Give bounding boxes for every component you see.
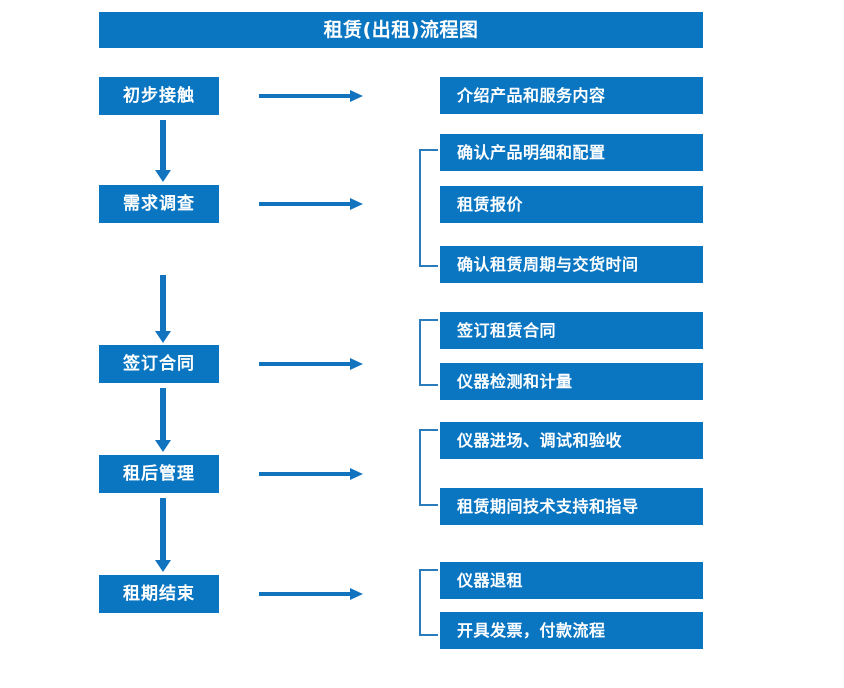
- arrow-head-right-icon: [350, 358, 363, 370]
- stage-box-rental-end[interactable]: 租期结束: [99, 575, 219, 613]
- arrow-head-down-icon: [155, 560, 171, 572]
- detail-box-introduce-products[interactable]: 介绍产品和服务内容: [440, 77, 703, 114]
- stage-box-initial-contact[interactable]: 初步接触: [99, 77, 219, 115]
- arrow-head-down-icon: [155, 331, 171, 343]
- arrow-shaft: [259, 94, 350, 98]
- detail-box-confirm-spec-config[interactable]: 确认产品明细和配置: [440, 134, 703, 171]
- group-bracket-post-rent-manage: [419, 429, 438, 506]
- arrow-shaft: [160, 275, 166, 331]
- vertical-arrow-manage-to-end: [155, 498, 171, 572]
- stage-box-demand-survey[interactable]: 需求调查: [99, 185, 219, 223]
- horizontal-arrow-initial-contact: [259, 89, 363, 103]
- detail-box-instrument-onsite[interactable]: 仪器进场、调试和验收: [440, 422, 703, 459]
- arrow-head-down-icon: [155, 170, 171, 182]
- vertical-arrow-contract-to-manage: [155, 388, 171, 452]
- horizontal-arrow-rental-end: [259, 587, 363, 601]
- vertical-arrow-survey-to-contract: [155, 275, 171, 343]
- arrow-shaft: [259, 472, 350, 476]
- arrow-head-right-icon: [350, 588, 363, 600]
- detail-box-instrument-return[interactable]: 仪器退租: [440, 562, 703, 599]
- arrow-head-right-icon: [350, 198, 363, 210]
- detail-box-technical-support[interactable]: 租赁期间技术支持和指导: [440, 488, 703, 525]
- group-bracket-rental-end: [419, 569, 438, 636]
- detail-box-rental-quotation[interactable]: 租赁报价: [440, 186, 703, 223]
- stage-box-post-rent-manage[interactable]: 租后管理: [99, 455, 219, 493]
- horizontal-arrow-demand-survey: [259, 197, 363, 211]
- horizontal-arrow-sign-contract: [259, 357, 363, 371]
- vertical-arrow-contact-to-survey: [155, 120, 171, 182]
- group-bracket-sign-contract: [419, 319, 438, 386]
- detail-box-invoice-payment[interactable]: 开具发票，付款流程: [440, 612, 703, 649]
- arrow-shaft: [259, 362, 350, 366]
- stage-box-sign-contract[interactable]: 签订合同: [99, 345, 219, 383]
- detail-box-instrument-testing[interactable]: 仪器检测和计量: [440, 363, 703, 400]
- arrow-shaft: [259, 202, 350, 206]
- arrow-shaft: [160, 120, 166, 170]
- detail-box-sign-rental-contract[interactable]: 签订租赁合同: [440, 312, 703, 349]
- diagram-title: 租赁(出租)流程图: [99, 12, 703, 48]
- arrow-head-right-icon: [350, 468, 363, 480]
- arrow-shaft: [160, 388, 166, 440]
- arrow-head-down-icon: [155, 440, 171, 452]
- arrow-shaft: [259, 592, 350, 596]
- arrow-head-right-icon: [350, 90, 363, 102]
- arrow-shaft: [160, 498, 166, 560]
- horizontal-arrow-post-rent-manage: [259, 467, 363, 481]
- detail-box-confirm-period[interactable]: 确认租赁周期与交货时间: [440, 246, 703, 283]
- group-bracket-demand-survey: [419, 149, 438, 267]
